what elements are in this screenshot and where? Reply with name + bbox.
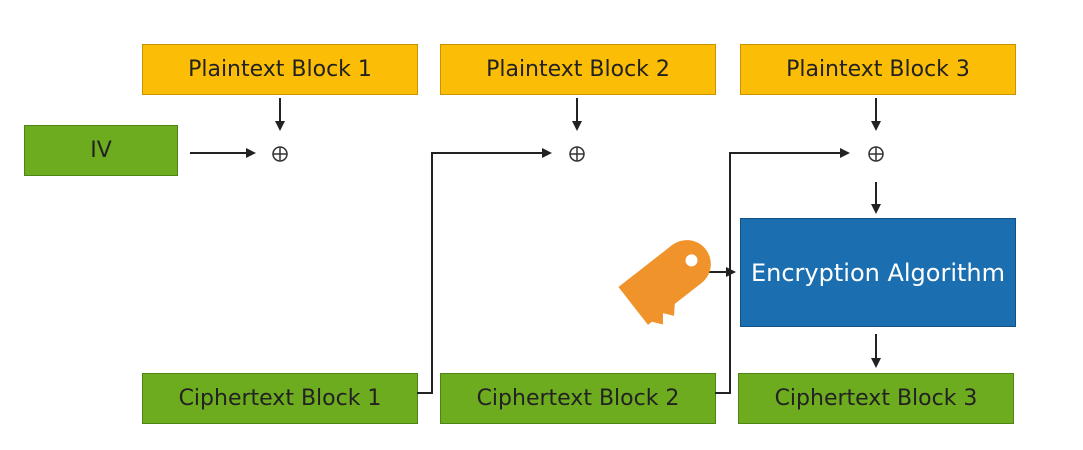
encryption-algorithm-label: Encryption Algorithm — [750, 258, 1005, 287]
plaintext-block-2: Plaintext Block 2 — [440, 44, 716, 95]
plaintext-block-1-label: Plaintext Block 1 — [188, 57, 372, 82]
xor-3-icon — [868, 146, 884, 162]
plaintext-block-3-label: Plaintext Block 3 — [786, 57, 970, 82]
encryption-algorithm-box: Encryption Algorithm — [740, 218, 1016, 327]
arrow-ciphertext1-to-xor2 — [417, 148, 552, 394]
ciphertext-block-2-label: Ciphertext Block 2 — [476, 386, 680, 411]
ciphertext-block-3-label: Ciphertext Block 3 — [774, 386, 978, 411]
ciphertext-block-1: Ciphertext Block 1 — [142, 373, 418, 424]
xor-1-icon — [272, 146, 288, 162]
plaintext-block-1: Plaintext Block 1 — [142, 44, 418, 95]
key-icon — [618, 240, 711, 325]
ciphertext-block-2: Ciphertext Block 2 — [440, 373, 716, 424]
arrow-ciphertext2-to-xor3 — [715, 148, 850, 394]
ciphertext-block-1-label: Ciphertext Block 1 — [178, 386, 382, 411]
iv-block: IV — [24, 125, 178, 176]
ciphertext-block-3: Ciphertext Block 3 — [738, 373, 1014, 424]
plaintext-block-2-label: Plaintext Block 2 — [486, 57, 670, 82]
iv-label: IV — [90, 138, 112, 163]
xor-2-icon — [569, 146, 585, 162]
plaintext-block-3: Plaintext Block 3 — [740, 44, 1016, 95]
